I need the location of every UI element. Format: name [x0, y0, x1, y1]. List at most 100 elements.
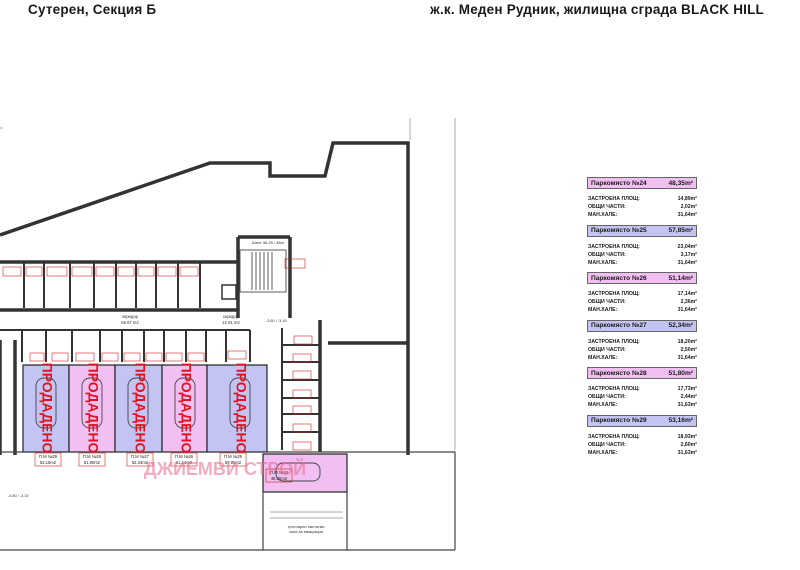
page-title-right: ж.к. Меден Рудник, жилищна сграда BLACK … — [430, 2, 764, 17]
legend-block: Паркомясто №24 48,35m² ЗАСТРОЕНА ПЛОЩ: 14,8… — [587, 177, 697, 225]
legend-row-value: 18,20m² — [677, 338, 697, 345]
legend-row-label: ЗАСТРОЕНА ПЛОЩ: — [588, 196, 640, 202]
legend-row-built: ЗАСТРОЕНА ПЛОЩ: 17,73m² — [587, 385, 697, 393]
legend-row-label: ОБЩИ ЧАСТИ: — [588, 346, 626, 353]
legend-row-value: 17,73m² — [677, 386, 697, 392]
legend-title-name: Паркомясто №24 — [591, 179, 647, 187]
legend-title-area: 48,35m² — [668, 179, 693, 187]
car-icons — [35, 377, 321, 482]
sold-label: ПРОДАДЕНО — [85, 363, 101, 454]
legend-row-value: 23,04m² — [677, 243, 697, 250]
legend-block: Паркомясто №25 57,85m² ЗАСТРОЕНА ПЛОЩ: 23,0… — [587, 224, 697, 273]
parking-label-area: 53.16m2 — [40, 460, 57, 465]
sold-label: ПРОДАДЕНО — [39, 363, 55, 454]
parking-label-area: 48.35m2 — [271, 476, 288, 481]
legend-row-value: 31,64m² — [677, 307, 697, 313]
legend-row-built: ЗАСТРОЕНА ПЛОЩ: 23,04m² — [587, 243, 697, 251]
legend-row-common: ОБЩИ ЧАСТИ: 2,50m² — [587, 346, 697, 354]
legend-row-label: МАН.ХАЛЕ: — [588, 402, 618, 408]
parking-bay-26 — [161, 364, 208, 453]
legend-row-value: 2,36m² — [680, 299, 697, 305]
parking-label-area: 52.34m2 — [132, 460, 149, 465]
legend: Паркомясто №24 48,35m² ЗАСТРОЕНА ПЛОЩ: 14,8… — [587, 177, 697, 462]
floor-plan: Шахт 36.25 / 38m коридор 56.67 m2 коридо… — [0, 118, 456, 551]
legend-title-area: 52,34m² — [668, 322, 693, 329]
legend-row-land: МАН.ХАЛЕ: 31,64m² — [587, 211, 697, 219]
legend-row-value: 2,02m² — [680, 204, 697, 210]
storage-row-top — [23, 262, 201, 308]
parking-label-name: П.М №29 — [39, 454, 58, 459]
legend-row-value: 31,63m² — [677, 402, 697, 408]
legend-row-land: МАН.ХАЛЕ:31,64m² — [587, 306, 697, 314]
legend-title-name: Паркомясто №28 — [591, 369, 647, 377]
legend-row-value: 31,64m² — [677, 212, 697, 218]
stair-core — [221, 249, 287, 300]
legend-row-value: 31,63m² — [677, 449, 697, 456]
legend-row-label: МАН.ХАЛЕ: — [588, 354, 618, 361]
legend-title-area: 57,85m² — [668, 227, 693, 234]
parking-bay-28 — [68, 364, 116, 453]
parking-label-frame — [34, 452, 62, 467]
legend-row-land: МАН.ХАЛЕ:31,64m² — [587, 259, 697, 267]
legend-title: Паркомясто №25 57,85m² — [587, 224, 697, 237]
legend-row-land: МАН.ХАЛЕ: 31,64m² — [587, 354, 697, 362]
legend-row-value: 2,44m² — [680, 394, 697, 400]
ramp — [0, 451, 456, 551]
legend-row-value: 17,14m² — [677, 291, 697, 297]
legend-row-label: ОБЩИ ЧАСТИ: — [588, 394, 626, 400]
legend-row-common: ОБЩИ ЧАСТИ: 2,44m² — [587, 393, 697, 401]
parking-label-frame — [265, 468, 293, 483]
legend-row-common: ОБЩИ ЧАСТИ:2,60m² — [587, 441, 697, 449]
legend-row-label: ЗАСТРОЕНА ПЛОЩ: — [588, 386, 640, 392]
legend-row-label: ОБЩИ ЧАСТИ: — [588, 204, 626, 210]
legend-row-built: ЗАСТРОЕНА ПЛОЩ: 18,20m² — [587, 338, 697, 346]
parking-label-area: 51.80m2 — [84, 460, 101, 465]
floor-plan-drawing: Шахт 36.25 / 38m коридор 56.67 m2 коридо… — [0, 118, 456, 551]
corridor-1-name: коридор — [122, 314, 139, 319]
legend-title-name: Паркомясто №29 — [591, 417, 647, 424]
parking-label-frame — [126, 452, 154, 467]
legend-row-label: МАН.ХАЛЕ: — [588, 212, 618, 218]
legend-row-common: ОБЩИ ЧАСТИ: 2,02m² — [587, 203, 697, 211]
sold-label: ПРОДАДЕНО — [233, 363, 249, 454]
legend-row-built: ЗАСТРОЕНА ПЛОЩ: 14,89m² — [587, 195, 697, 203]
legend-title-area: 53,16m² — [668, 417, 693, 424]
parking-bay-27 — [114, 364, 163, 453]
legend-row-label: МАН.ХАЛЕ: — [588, 449, 618, 456]
storage-row-middle — [0, 329, 251, 362]
legend-row-land: МАН.ХАЛЕ: 31,63m² — [587, 401, 697, 409]
legend-row-common: ОБЩИ ЧАСТИ:3,17m² — [587, 251, 697, 259]
exit-label-2: зона за евакуация — [289, 529, 323, 534]
parking-label-name: П.М №25 — [224, 454, 243, 459]
stair-label: Шахт 36.25 / 38m — [252, 240, 285, 245]
legend-row-common: ОБЩИ ЧАСТИ: 2,36m² — [587, 298, 697, 306]
legend-row-label: ЗАСТРОЕНА ПЛОЩ: — [588, 291, 640, 297]
parking-label-name: П.М №24 — [270, 470, 289, 475]
parking-bay-24 — [262, 453, 348, 493]
parking-label-name: П.М №28 — [83, 454, 102, 459]
legend-row-built: ЗАСТРОЕНА ПЛОЩ: 17,14m² — [587, 290, 697, 298]
legend-row-value: 14,89m² — [677, 196, 697, 202]
legend-row-value: 2,50m² — [680, 346, 697, 353]
legend-row-value: 31,64m² — [677, 354, 697, 361]
legend-row-label: ОБЩИ ЧАСТИ: — [588, 441, 626, 448]
level-mark-2: -3.80 / -3.15 — [8, 494, 28, 498]
legend-row-label: ЗАСТРОЕНА ПЛОЩ: — [588, 338, 640, 345]
legend-row-label: МАН.ХАЛЕ: — [588, 259, 618, 266]
parking-label-area: 57.85m2 — [225, 460, 242, 465]
legend-row-label: ЗАСТРОЕНА ПЛОЩ: — [588, 243, 640, 250]
legend-title-name: Паркомясто №25 — [591, 227, 647, 234]
legend-title: Паркомясто №29 53,16m² — [587, 414, 697, 427]
legend-title-name: Паркомясто №26 — [591, 274, 647, 282]
corridor-2-name: коридор — [223, 314, 240, 319]
parking-label-frame — [219, 452, 247, 467]
legend-row-value: 3,17m² — [680, 251, 697, 258]
legend-row-land: МАН.ХАЛЕ: 31,63m² — [587, 449, 697, 457]
legend-row-label: ОБЩИ ЧАСТИ: — [588, 299, 626, 305]
parking-label-frame — [170, 452, 198, 467]
